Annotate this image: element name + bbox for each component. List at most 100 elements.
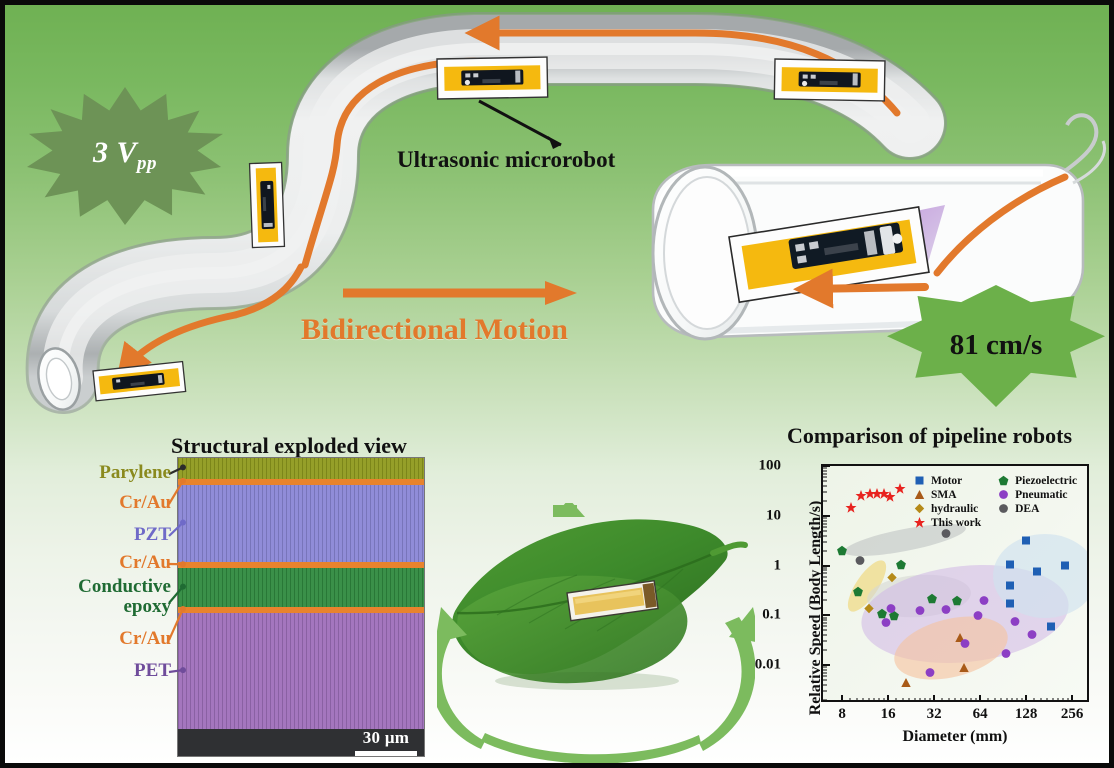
point-pneumatic — [979, 593, 990, 611]
x-tick-label: 256 — [1060, 706, 1084, 722]
point-pneumatic — [924, 665, 935, 683]
marker-diamond-icon — [914, 503, 924, 514]
marker-star-icon — [855, 489, 867, 501]
marker-pentagon-icon — [853, 586, 864, 597]
x-tick-label: 8 — [838, 706, 846, 722]
leaf-with-robot — [437, 503, 755, 763]
y-tick-label: 1 — [773, 557, 782, 574]
magnified-flow-arrow — [793, 268, 929, 309]
marker-star-icon — [878, 488, 890, 499]
point-dea — [940, 526, 951, 544]
microrobot-on-leaf — [566, 579, 659, 622]
legend-marker-dea — [995, 502, 1011, 515]
y-tick-minor — [823, 491, 827, 493]
marker-circle-icon — [979, 595, 989, 605]
marker-star-icon — [871, 488, 883, 499]
y-tick-minor — [823, 622, 827, 624]
legend-marker-hydraulic — [911, 502, 927, 515]
y-tick-minor — [823, 476, 827, 478]
x-tick-minor — [929, 698, 931, 702]
y-tick-minor — [823, 526, 827, 528]
y-tick-minor — [823, 625, 827, 627]
microrobot-chip — [92, 360, 187, 402]
y-tick-minor — [823, 666, 827, 668]
point-pneumatic — [1001, 646, 1012, 664]
marker-star-icon — [884, 490, 896, 502]
marker-pentagon-icon — [889, 610, 899, 620]
marker-circle-icon — [941, 529, 950, 538]
sem-layer-epoxy — [178, 568, 424, 607]
x-tick-minor — [914, 698, 916, 702]
x-tick-minor — [970, 698, 972, 702]
x-tick-minor — [849, 698, 851, 702]
point-pneumatic — [915, 603, 926, 621]
marker-square-icon — [1046, 622, 1055, 631]
point-piezoelectric — [876, 606, 887, 624]
legend-label-pneumatic: Pneumatic — [1015, 488, 1068, 501]
sem-layer-Cr/Au-bot — [178, 607, 424, 613]
marker-star-icon — [894, 483, 905, 494]
y-tick-minor — [823, 473, 827, 475]
y-tick-mark — [823, 664, 830, 667]
marker-circle-icon — [915, 606, 925, 616]
point-pneumatic — [973, 608, 984, 626]
legend-label-this-work: This work — [931, 516, 982, 529]
marker-circle-icon — [941, 604, 950, 614]
structural-exploded-view-title: Structural exploded view — [171, 433, 407, 458]
x-tick-minor — [883, 698, 885, 702]
x-tick-minor — [1006, 698, 1008, 702]
y-tick-minor — [823, 480, 827, 482]
x-tick-mark — [887, 695, 890, 702]
x-tick-minor — [862, 698, 864, 702]
point-piezoelectric — [853, 584, 864, 602]
point-piezoelectric — [951, 593, 962, 611]
y-tick-minor — [823, 684, 827, 686]
legend-marker-sma — [911, 488, 927, 501]
y-tick-minor — [823, 629, 827, 631]
point-pneumatic — [886, 601, 897, 619]
marker-square-icon — [1005, 581, 1014, 589]
x-tick-mark — [979, 695, 982, 702]
marker-star-icon — [845, 501, 857, 513]
legend-label-piezoelectric: Piezoelectric — [1015, 474, 1078, 487]
x-tick-minor — [1040, 698, 1042, 702]
point-dea — [855, 553, 866, 571]
marker-circle-icon — [881, 618, 891, 627]
blob-hydraulic — [847, 560, 887, 612]
point-motor — [1004, 578, 1015, 596]
blob-sma — [894, 616, 1008, 680]
cycle-arrow-top — [553, 503, 585, 517]
microrobot-chip — [773, 58, 886, 102]
point-hydraulic — [864, 601, 875, 619]
chart-x-axis-label: Diameter (mm) — [902, 728, 1008, 745]
point-sma — [901, 675, 912, 693]
y-tick-minor — [823, 679, 827, 681]
marker-pentagon-icon — [951, 595, 962, 605]
legend-label-hydraulic: hydraulic — [931, 502, 979, 515]
marker-circle-icon — [1010, 616, 1020, 626]
marker-triangle-icon — [954, 633, 965, 643]
x-tick-minor — [975, 698, 977, 702]
y-tick-minor — [823, 690, 827, 692]
point-pneumatic — [881, 615, 892, 633]
marker-square-icon — [1022, 536, 1031, 545]
legend-label-sma: SMA — [931, 488, 957, 501]
y-tick-label: 10 — [766, 507, 781, 524]
x-tick-minor — [1062, 698, 1064, 702]
x-tick-minor — [908, 698, 910, 702]
x-tick-label: 128 — [1014, 706, 1038, 722]
x-tick-mark — [1071, 695, 1074, 702]
marker-circle-icon — [886, 603, 896, 613]
sem-image — [177, 457, 425, 757]
x-tick-minor — [954, 698, 956, 702]
sem-label-PZT: PZT — [134, 524, 171, 545]
sem-label-Cr/Au-mid: Cr/Au — [119, 552, 171, 573]
x-tick-mark — [841, 695, 844, 702]
x-tick-minor — [1016, 698, 1018, 702]
scale-bar-line — [355, 751, 417, 756]
x-tick-minor — [873, 698, 875, 702]
y-tick-minor — [823, 470, 827, 472]
marker-circle-icon — [960, 639, 970, 649]
